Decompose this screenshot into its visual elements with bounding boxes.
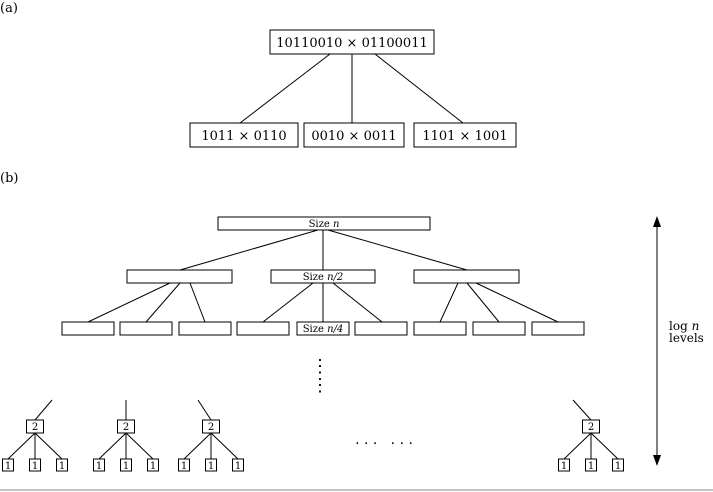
level3-box-8 xyxy=(472,321,526,336)
leaf-parent-value-2: 2 xyxy=(123,422,129,433)
level2-box-left xyxy=(126,269,233,284)
leaf-box-4-2 xyxy=(585,458,597,472)
part-a: (a) 10110010 × 01100011 1011 × 0110 0010… xyxy=(0,1,517,148)
leaf-value-1-1: 1 xyxy=(5,461,11,472)
level3-box-2 xyxy=(119,321,173,336)
levels-log-label: log n xyxy=(669,319,699,333)
leaf-box-4-1 xyxy=(558,458,570,472)
part-a-edges xyxy=(239,53,464,124)
level2-label: Size n/2 xyxy=(303,272,344,283)
levels-arrow-head-bottom xyxy=(653,455,661,466)
edge-l2-b1 xyxy=(262,282,314,323)
level3-box-7 xyxy=(413,321,467,336)
leaf-value-2-2: 1 xyxy=(123,461,129,472)
leaf-box-3-2 xyxy=(205,458,217,472)
edge-l2-a2 xyxy=(145,282,181,323)
level3-label: Size n/4 xyxy=(303,324,344,335)
level3-box-5 xyxy=(296,321,350,336)
leaf-value-4-2: 1 xyxy=(588,461,594,472)
leaf-edge-2-1 xyxy=(98,432,127,460)
part-a-child-box-3 xyxy=(413,122,517,148)
level2-edges xyxy=(87,282,559,323)
leaf-parent-box-4 xyxy=(582,419,600,434)
edge-a-left xyxy=(239,53,331,124)
part-b: (b) Size n Size n/2 xyxy=(0,171,713,491)
level3-boxes xyxy=(61,321,585,336)
leaf-value-1-2: 1 xyxy=(32,461,38,472)
leaf-box-4-3 xyxy=(612,458,624,472)
horizontal-dots: · · · · · · xyxy=(355,436,413,452)
edge-l2-a3 xyxy=(189,282,206,323)
leaf-edge-4-3 xyxy=(590,432,619,460)
edge-l2-c2 xyxy=(466,282,500,323)
level3-box-3 xyxy=(178,321,232,336)
level3-box-9 xyxy=(531,321,585,336)
edge-l1-left xyxy=(179,229,319,271)
edge-a-right xyxy=(374,53,464,124)
leaf-box-2-2 xyxy=(120,458,132,472)
leaf-box-2-1 xyxy=(93,458,105,472)
level2-box-right xyxy=(413,269,520,284)
leaf-parent-box-3 xyxy=(202,419,220,434)
part-a-child-box-1 xyxy=(189,122,299,148)
level3-box-4 xyxy=(236,321,290,336)
levels-word-label: levels xyxy=(669,331,704,345)
leaf-value-3-2: 1 xyxy=(208,461,214,472)
leaf-value-3-3: 1 xyxy=(235,461,241,472)
leaf-edge-1-1 xyxy=(7,432,36,460)
part-a-child-text-2: 0010 × 0011 xyxy=(311,129,396,144)
part-a-label: (a) xyxy=(0,1,18,16)
level1-edges xyxy=(179,229,468,271)
edge-l2-c3 xyxy=(475,282,559,323)
leaf-box-1-3 xyxy=(56,458,68,472)
edge-l2-b3 xyxy=(332,282,383,323)
level2-box-middle xyxy=(270,269,376,284)
level3-box-6 xyxy=(354,321,408,336)
leaf-edge-1-3 xyxy=(34,432,63,460)
part-a-child-box-2 xyxy=(303,122,405,148)
leaf-parent-box-2 xyxy=(117,419,135,434)
edge-l2-a1 xyxy=(87,282,171,323)
leaf-edge-2-3 xyxy=(125,432,154,460)
leaf-stem-3 xyxy=(197,399,212,421)
leaf-parent-value-4: 2 xyxy=(588,422,594,433)
leaf-parent-box-1 xyxy=(26,419,44,434)
leaf-value-3-1: 1 xyxy=(181,461,187,472)
leaf-edge-4-1 xyxy=(563,432,592,460)
leaf-box-1-2 xyxy=(29,458,41,472)
leaf-value-2-1: 1 xyxy=(96,461,102,472)
leaf-stem-1 xyxy=(34,399,53,421)
edge-l1-right xyxy=(327,229,468,271)
edge-l2-c1 xyxy=(439,282,459,323)
leaf-box-2-3 xyxy=(147,458,159,472)
leaf-stem-4 xyxy=(572,399,592,421)
level1-box xyxy=(217,216,431,231)
leaf-value-4-3: 1 xyxy=(615,461,621,472)
leaf-edge-3-1 xyxy=(183,432,212,460)
leaf-box-3-1 xyxy=(178,458,190,472)
leaf-box-1-1 xyxy=(2,458,14,472)
vertical-dots-bottom: ⋮ xyxy=(311,375,329,396)
level3-box-1 xyxy=(61,321,115,336)
leaf-edge-3-3 xyxy=(210,432,239,460)
vertical-dots-top: ⋮ xyxy=(311,356,329,377)
part-a-child-text-3: 1101 × 1001 xyxy=(422,129,507,144)
part-b-label: (b) xyxy=(0,171,18,186)
level1-label: Size n xyxy=(309,219,340,230)
leaf-groups: 2 1 1 1 2 1 1 1 2 1 1 1 2 1 1 1 xyxy=(2,399,624,472)
leaf-value-2-3: 1 xyxy=(150,461,156,472)
part-a-root-box xyxy=(269,29,435,55)
part-a-root-text: 10110010 × 01100011 xyxy=(276,36,428,51)
leaf-value-4-1: 1 xyxy=(561,461,567,472)
leaf-parent-value-1: 2 xyxy=(32,422,38,433)
leaf-value-1-3: 1 xyxy=(59,461,65,472)
part-a-child-text-1: 1011 × 0110 xyxy=(201,129,286,144)
leaf-box-3-3 xyxy=(232,458,244,472)
levels-arrow-head-top xyxy=(653,216,661,227)
leaf-parent-value-3: 2 xyxy=(208,422,214,433)
